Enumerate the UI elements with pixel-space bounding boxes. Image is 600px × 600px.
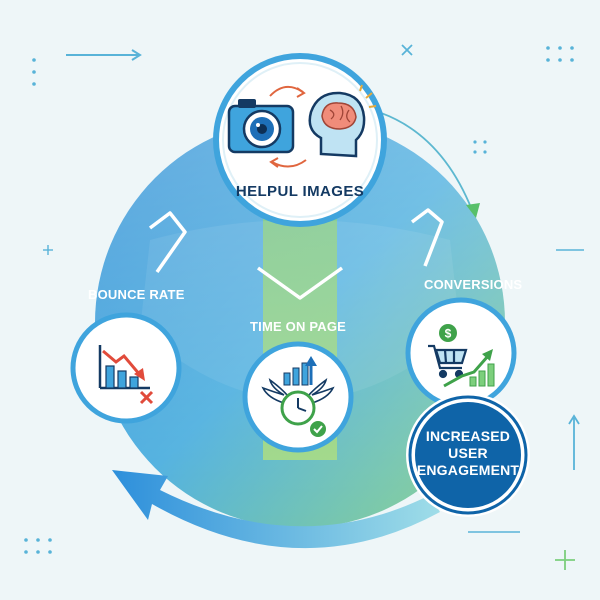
svg-text:$: $ bbox=[445, 327, 452, 341]
dollar-icon: $ bbox=[439, 324, 457, 342]
brain-head-icon bbox=[308, 84, 377, 158]
time-on-page-node bbox=[242, 341, 354, 453]
bar-chart-icon bbox=[283, 356, 317, 386]
conversions-label: CONVERSIONS bbox=[424, 277, 523, 292]
engagement-label: INCREASED USER ENGAGEMENT bbox=[416, 428, 520, 478]
bounce-rate-node bbox=[70, 312, 182, 424]
winged-clock-icon bbox=[261, 378, 335, 426]
conversions-node: $ bbox=[405, 297, 517, 409]
helpful-images-label: HELPUL IMAGES bbox=[235, 183, 365, 200]
flow-arrowhead-top-right bbox=[466, 203, 480, 218]
growth-chart-icon bbox=[443, 349, 495, 388]
engagement-node bbox=[406, 393, 530, 517]
bounce-rate-label: BOUNCE RATE bbox=[88, 287, 185, 302]
x-mark-icon bbox=[139, 390, 154, 405]
connector-lines bbox=[148, 208, 444, 300]
flow-arrow-top-right bbox=[371, 109, 473, 211]
background-decor bbox=[24, 44, 584, 570]
camera-icon bbox=[227, 99, 295, 154]
time-on-page-label: TIME ON PAGE bbox=[250, 319, 347, 334]
declining-chart-icon bbox=[98, 345, 150, 390]
check-icon bbox=[310, 421, 326, 437]
inner-disk bbox=[140, 220, 460, 400]
helpful-images-node bbox=[213, 53, 387, 227]
shopping-cart-icon bbox=[428, 344, 468, 379]
cycle-arrows-icon bbox=[269, 85, 307, 168]
return-arrow bbox=[112, 470, 440, 549]
